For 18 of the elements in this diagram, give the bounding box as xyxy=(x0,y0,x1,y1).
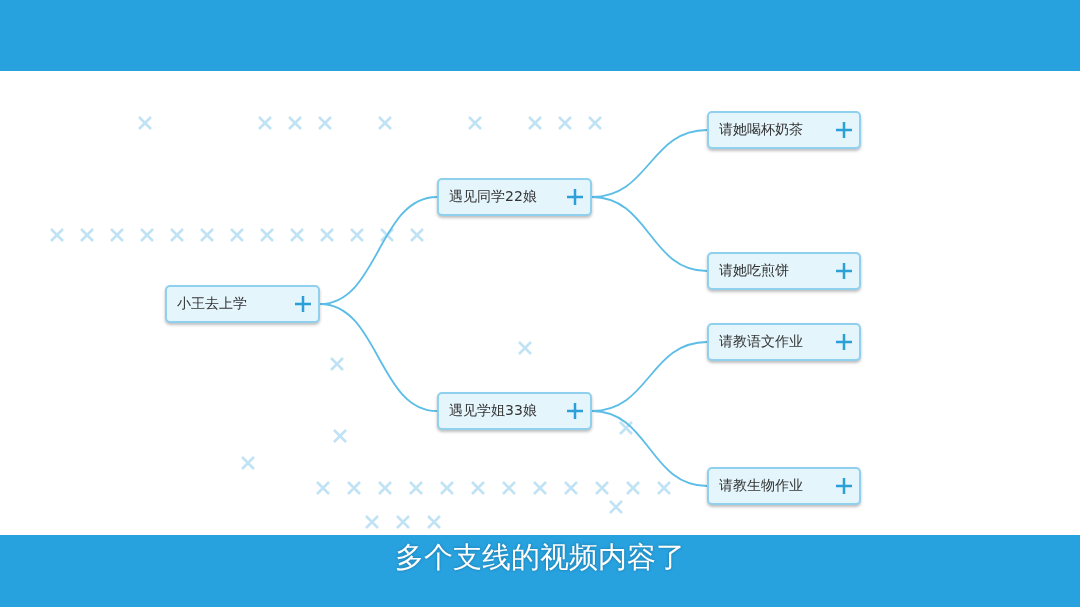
topic-box xyxy=(707,467,861,505)
topic-box xyxy=(707,111,861,149)
topic-text: 遇见学姐33娘 xyxy=(449,402,537,420)
topic-text: 请教生物作业 xyxy=(719,477,803,495)
subtitle-text: 多个支线的视频内容了 xyxy=(395,540,685,574)
topic-text: 请她吃煎饼 xyxy=(719,262,789,280)
topic-text: 请她喝杯奶茶 xyxy=(719,121,803,139)
topic-box xyxy=(707,252,861,290)
branch-line xyxy=(591,410,708,487)
branch-line xyxy=(591,196,708,272)
topic-text: 遇见同学22娘 xyxy=(449,188,537,206)
branch-line xyxy=(319,303,438,412)
topic-box xyxy=(165,285,320,323)
topic-box xyxy=(437,178,592,216)
topic-text: 小王去上学 xyxy=(177,295,247,313)
topic-box xyxy=(437,392,592,430)
topic-text: 请教语文作业 xyxy=(719,333,803,351)
topic-box xyxy=(707,323,861,361)
